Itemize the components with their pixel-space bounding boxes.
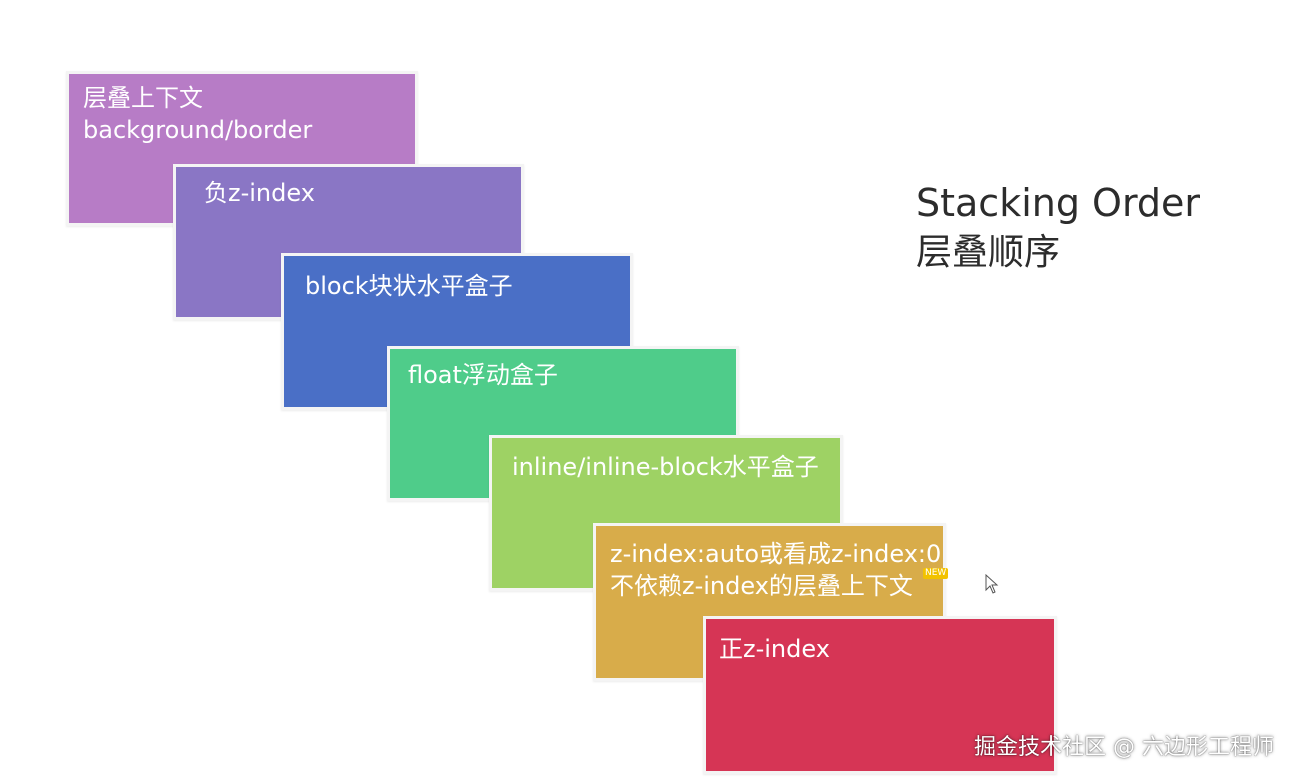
layer-positive-z-index: 正z-index xyxy=(703,616,1057,774)
layer-z-index-auto: z-index:auto或看成z-index:0 不依赖z-index的层叠上下… xyxy=(593,523,946,681)
title-chinese: 层叠顺序 xyxy=(916,232,1061,273)
layer-inline-box: inline/inline-block水平盒子 xyxy=(489,435,843,591)
watermark: 掘金技术社区 @ 六边形工程师 xyxy=(974,735,1274,760)
diagram-title: Stacking Order 层叠顺序 xyxy=(916,178,1200,278)
new-badge: NEW xyxy=(923,568,949,579)
layer-3-line-1: block块状水平盒子 xyxy=(305,272,513,300)
layer-7-line-1: 正z-index xyxy=(719,635,830,663)
layer-4-line-1: float浮动盒子 xyxy=(408,361,558,389)
title-english: Stacking Order xyxy=(916,181,1201,225)
layer-6-line-2: 不依赖z-index的层叠上下文 xyxy=(610,572,913,600)
layer-1-line-1: 层叠上下文 xyxy=(83,84,203,112)
layer-1-line-2: background/border xyxy=(83,116,313,144)
layer-5-line-1: inline/inline-block水平盒子 xyxy=(512,453,819,481)
layer-2-line-1: 负z-index xyxy=(204,179,315,207)
mouse-pointer-icon xyxy=(985,574,999,594)
layer-6-line-1: z-index:auto或看成z-index:0 xyxy=(610,540,942,568)
